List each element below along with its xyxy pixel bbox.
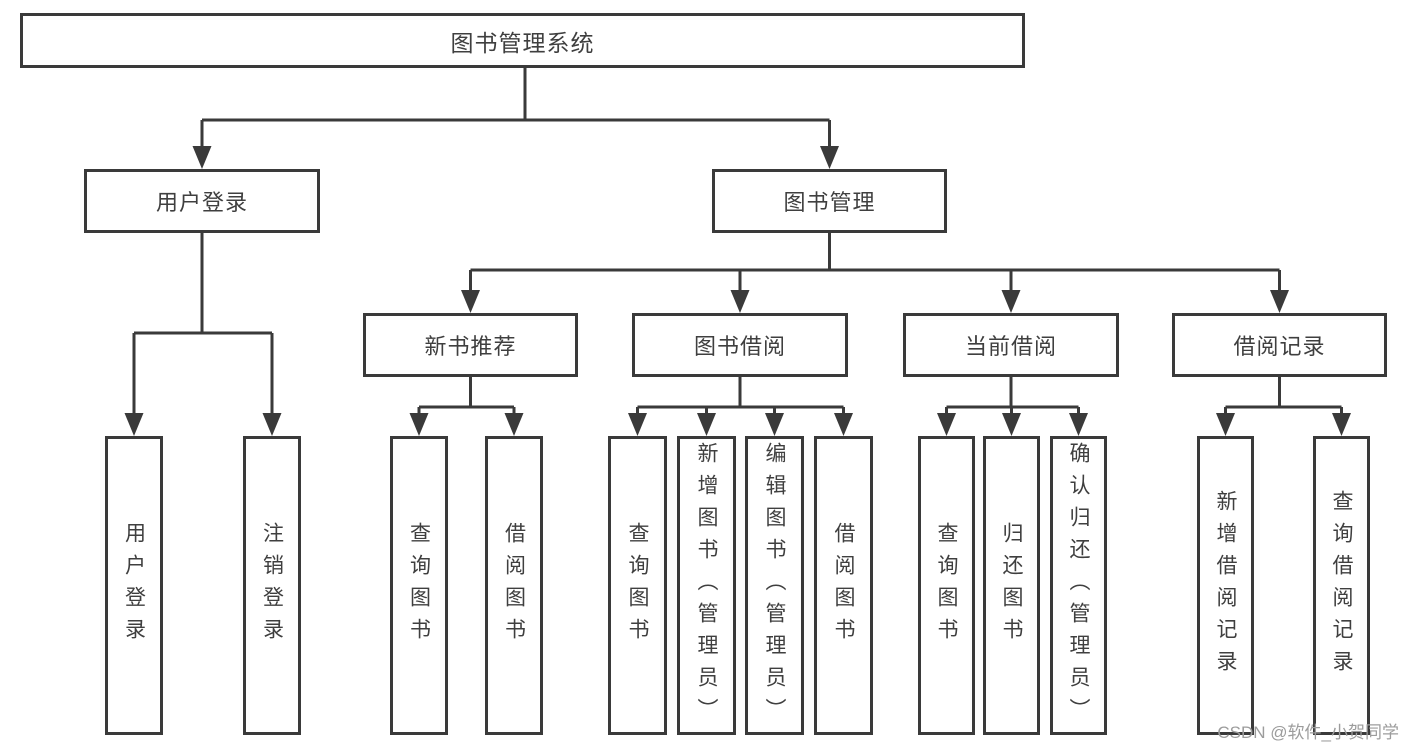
- leaf-borrow-borrow-books: 借阅图书: [814, 436, 873, 735]
- leaf-records-query-record: 查询借阅记录: [1313, 436, 1370, 735]
- node-borrow-records: 借阅记录: [1172, 313, 1387, 377]
- leaf-logout: 注销登录: [243, 436, 301, 735]
- leaf-records-add-record: 新增借阅记录: [1197, 436, 1254, 735]
- leaf-borrow-edit-books-admin: 编辑图书（管理员）: [745, 436, 804, 735]
- node-book-management: 图书管理: [712, 169, 947, 233]
- node-root-library-system: 图书管理系统: [20, 13, 1025, 68]
- leaf-user-login: 用户登录: [105, 436, 163, 735]
- leaf-recommend-borrow-books: 借阅图书: [485, 436, 543, 735]
- leaf-borrow-add-books-admin: 新增图书（管理员）: [677, 436, 736, 735]
- leaf-recommend-query-books: 查询图书: [390, 436, 448, 735]
- node-book-borrow: 图书借阅: [632, 313, 848, 377]
- leaf-current-return-books: 归还图书: [983, 436, 1040, 735]
- leaf-current-confirm-return-admin: 确认归还（管理员）: [1050, 436, 1107, 735]
- node-new-book-recommend: 新书推荐: [363, 313, 578, 377]
- node-user-login: 用户登录: [84, 169, 320, 233]
- leaf-current-query-books: 查询图书: [918, 436, 975, 735]
- arrowheads: [124, 146, 1351, 436]
- leaf-borrow-query-books: 查询图书: [608, 436, 667, 735]
- watermark: CSDN @软件_小贺同学: [1217, 723, 1399, 742]
- node-current-borrow: 当前借阅: [903, 313, 1119, 377]
